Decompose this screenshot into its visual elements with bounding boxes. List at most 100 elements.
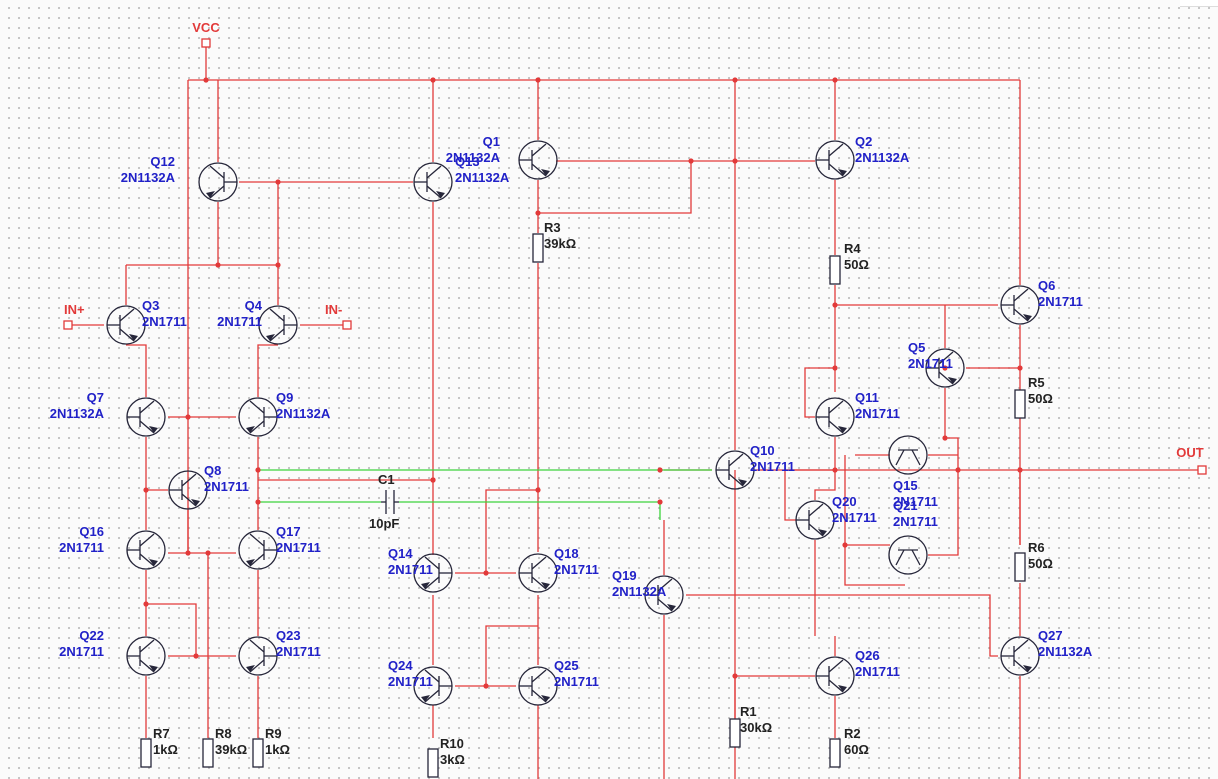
transistor-q21[interactable] [888,535,928,575]
junction-dot [430,477,436,483]
transistor-q3[interactable] [106,305,146,345]
junction-dot [688,158,694,164]
transistor-q1[interactable] [518,140,558,180]
junction-dot [832,302,838,308]
transistor-ref-label: Q17 [276,524,301,539]
transistor-q14[interactable] [413,553,453,593]
in-plus-label: IN+ [64,302,85,317]
transistor-model-label: 2N1711 [554,562,599,577]
transistor-model-label: 2N1711 [276,540,321,555]
transistor-q27[interactable] [1000,636,1040,676]
transistor-ref-label: Q4 [245,298,263,313]
resistor-r8[interactable] [202,738,214,768]
in-plus-port[interactable] [63,320,73,330]
resistor-r3[interactable] [532,233,544,263]
resistor-r4[interactable] [829,255,841,285]
wire [257,344,278,397]
transistor-q16[interactable] [126,530,166,570]
transistor-q9[interactable] [238,397,278,437]
resistor-r7[interactable] [140,738,152,768]
resistor-r9[interactable] [252,738,264,768]
in-minus-port[interactable] [342,320,352,330]
transistor-q10[interactable] [715,450,755,490]
transistor-q12[interactable] [198,162,238,202]
junction-dot [215,262,221,268]
resistor-value-label: 39kΩ [215,742,247,757]
transistor-model-label: 2N1711 [388,562,433,577]
transistor-ref-label: Q12 [150,154,175,169]
wire [126,344,147,397]
transistor-ref-label: Q6 [1038,278,1055,293]
junction-dot [955,467,961,473]
transistor-ref-label: Q5 [908,340,925,355]
transistor-ref-label: Q22 [79,628,104,643]
resistor-value-label: 50Ω [1028,391,1053,406]
resistor-value-label: 1kΩ [265,742,290,757]
wire [485,625,538,686]
transistor-q26[interactable] [815,656,855,696]
wire [485,489,538,573]
capacitor-c1[interactable] [381,490,399,514]
transistor-model-label: 2N1711 [1038,294,1083,309]
resistor-r6[interactable] [1014,552,1026,582]
resistor-ref-label: R6 [1028,540,1045,555]
junction-dot [255,467,261,473]
transistor-ref-label: Q16 [79,524,104,539]
transistor-q19[interactable] [644,575,684,615]
transistor-model-label: 2N1711 [59,644,104,659]
vcc-port[interactable] [201,38,211,48]
junction-dot [832,77,838,83]
junction-dot [483,683,489,689]
resistor-ref-label: R4 [844,241,861,256]
transistor-ref-label: Q19 [612,568,637,583]
junction-dot [430,77,436,83]
transistor-ref-label: Q10 [750,443,775,458]
resistor-ref-label: R10 [440,736,464,751]
junction-dot [143,487,149,493]
resistor-r1[interactable] [729,718,741,748]
transistor-q13[interactable] [413,162,453,202]
transistor-q18[interactable] [518,553,558,593]
transistor-q23[interactable] [238,636,278,676]
transistor-q7[interactable] [126,397,166,437]
transistor-q5[interactable] [925,348,965,388]
resistor-r10[interactable] [427,748,439,778]
transistor-q25[interactable] [518,666,558,706]
transistor-q4[interactable] [258,305,298,345]
transistor-ref-label: Q11 [855,390,879,405]
transistor-ref-label: Q13 [455,154,480,169]
out-label: OUT [1176,445,1204,460]
capacitor-ref-label: C1 [378,472,395,487]
transistor-model-label: 2N1711 [750,459,795,474]
transistor-ref-label: Q20 [832,494,857,509]
wire [844,455,905,586]
transistor-q11[interactable] [815,397,855,437]
junction-dot [275,179,281,185]
transistor-q17[interactable] [238,530,278,570]
transistor-ref-label: Q9 [276,390,293,405]
transistor-ref-label: Q14 [388,546,413,561]
out-port[interactable] [1197,465,1207,475]
transistor-q22[interactable] [126,636,166,676]
transistor-q15[interactable] [888,435,928,475]
window-corner [1180,0,1218,7]
transistor-ref-label: Q27 [1038,628,1063,643]
wire [814,470,836,500]
transistor-q24[interactable] [413,666,453,706]
junction-dot [185,550,191,556]
transistor-model-label: 2N1711 [388,674,433,689]
transistor-q20[interactable] [795,500,835,540]
vcc-label: VCC [192,20,220,35]
junction-dot [842,542,848,548]
wire [928,388,959,556]
transistor-ref-label: Q23 [276,628,301,643]
transistor-q2[interactable] [815,140,855,180]
transistor-model-label: 2N1132A [121,170,176,185]
transistor-q8[interactable] [168,470,208,510]
resistor-r5[interactable] [1014,389,1026,419]
transistor-q6[interactable] [1000,285,1040,325]
resistor-r2[interactable] [829,738,841,768]
junction-dot [255,499,261,505]
